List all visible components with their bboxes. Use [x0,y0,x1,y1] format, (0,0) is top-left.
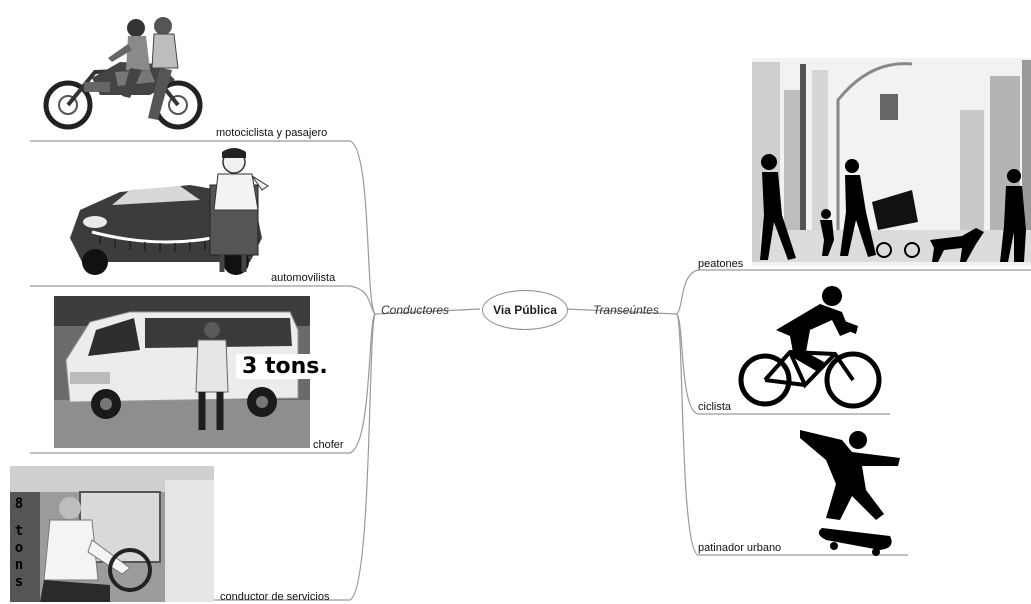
leaf-label-motociclista[interactable]: motociclista y pasajero [216,127,328,139]
van-weight-badge: 3 tons. [236,354,334,379]
leaf-label-conductor-servicios[interactable]: conductor de servicios [220,591,330,603]
cyclist-silhouette-icon [738,286,882,409]
left-connectors [30,140,481,601]
branch-label-transeuntes[interactable]: Transeúntes [593,303,659,317]
central-node-label: Via Pública [493,303,557,317]
leaf-label-ciclista[interactable]: ciclista [698,401,732,413]
bus-weight-badge: 8 t o n s [12,496,26,591]
bus-badge-char: t [14,523,24,539]
pedestrians-city-icon [752,58,1031,266]
leaf-label-chofer[interactable]: chofer [313,439,344,451]
bus-badge-char: n [14,557,24,573]
bus-driver-photo [10,466,214,602]
leaf-label-automovilista[interactable]: automovilista [271,272,336,284]
branch-label-conductores[interactable]: Conductores [381,303,450,317]
right-connectors [565,269,1031,556]
central-node[interactable]: Via Pública [482,290,568,330]
motorcycle-riders-icon [43,17,203,130]
bus-badge-char: 8 [14,496,24,512]
skater-silhouette-icon [800,430,900,556]
bus-badge-char: s [14,574,24,590]
car-driver-icon [70,148,269,275]
leaf-label-patinador[interactable]: patinador urbano [698,542,782,554]
leaf-label-peatones[interactable]: peatones [698,258,744,270]
bus-badge-char: o [14,540,24,556]
